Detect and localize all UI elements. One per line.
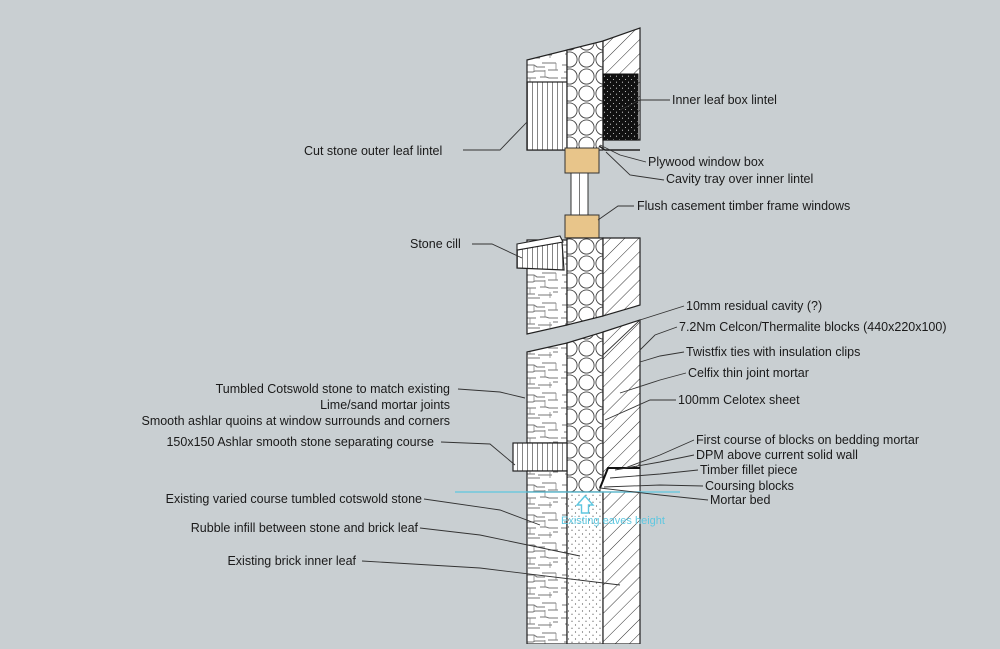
label-cut-stone-lintel: Cut stone outer leaf lintel — [304, 144, 442, 158]
label-celotex-sheet: 100mm Celotex sheet — [678, 393, 800, 407]
label-flush-casement: Flush casement timber frame windows — [637, 199, 850, 213]
lower-insulation — [566, 331, 604, 493]
label-coursing-blocks: Coursing blocks — [705, 479, 794, 493]
window-frame — [564, 172, 600, 239]
leader-lines — [361, 99, 709, 586]
label-existing-brick-leaf: Existing brick inner leaf — [227, 554, 356, 568]
upper-lintel-section — [526, 27, 641, 174]
label-smooth-ashlar-quoins: Smooth ashlar quoins at window surrounds… — [141, 414, 450, 428]
label-stone-cill: Stone cill — [410, 237, 461, 251]
middle-inner-blocks — [602, 237, 641, 317]
label-tumbled-cotswold: Tumbled Cotswold stone to match existing — [216, 382, 450, 396]
label-twistfix-ties: Twistfix ties with insulation clips — [686, 345, 860, 359]
cavity-tray — [598, 145, 640, 151]
plywood-window-box — [564, 147, 600, 174]
middle-insulation — [566, 237, 604, 326]
middle-section — [516, 235, 641, 335]
dpm — [599, 467, 640, 489]
label-mortar-bed: Mortar bed — [710, 493, 770, 507]
eaves-arrow-icon — [575, 494, 595, 514]
existing-wall — [526, 491, 641, 645]
lower-new-wall — [512, 319, 641, 493]
label-inner-leaf-box-lintel: Inner leaf box lintel — [672, 93, 777, 107]
label-plywood-window-box: Plywood window box — [648, 155, 765, 169]
annotations: Inner leaf box lintel Cut stone outer le… — [141, 93, 946, 568]
label-residual-cavity: 10mm residual cavity (?) — [686, 299, 822, 313]
label-timber-fillet: Timber fillet piece — [700, 463, 798, 477]
label-first-course-blocks: First course of blocks on bedding mortar — [696, 433, 919, 447]
label-cavity-tray: Cavity tray over inner lintel — [666, 172, 813, 186]
label-dpm-above-wall: DPM above current solid wall — [696, 448, 858, 462]
ashlar-separating-course — [512, 442, 568, 472]
label-celfix-mortar: Celfix thin joint mortar — [688, 366, 809, 380]
existing-brick-leaf — [602, 491, 641, 645]
label-lime-sand-mortar: Lime/sand mortar joints — [320, 398, 450, 412]
casement-frame-bottom — [564, 214, 600, 239]
label-ashlar-separating-course: 150x150 Ashlar smooth stone separating c… — [166, 435, 434, 449]
label-existing-varied-course: Existing varied course tumbled cotswold … — [166, 492, 422, 506]
cut-stone-lintel — [526, 81, 568, 151]
existing-eaves-height-label: Existing eaves height — [561, 515, 665, 527]
label-rubble-infill: Rubble infill between stone and brick le… — [191, 521, 419, 535]
inner-leaf-box-lintel — [602, 73, 639, 141]
stone-above-eaves — [526, 470, 568, 493]
lower-outer-stone — [526, 342, 568, 444]
upper-insulation — [566, 40, 604, 151]
label-celcon-blocks: 7.2Nm Celcon/Thermalite blocks (440x220x… — [679, 320, 947, 334]
